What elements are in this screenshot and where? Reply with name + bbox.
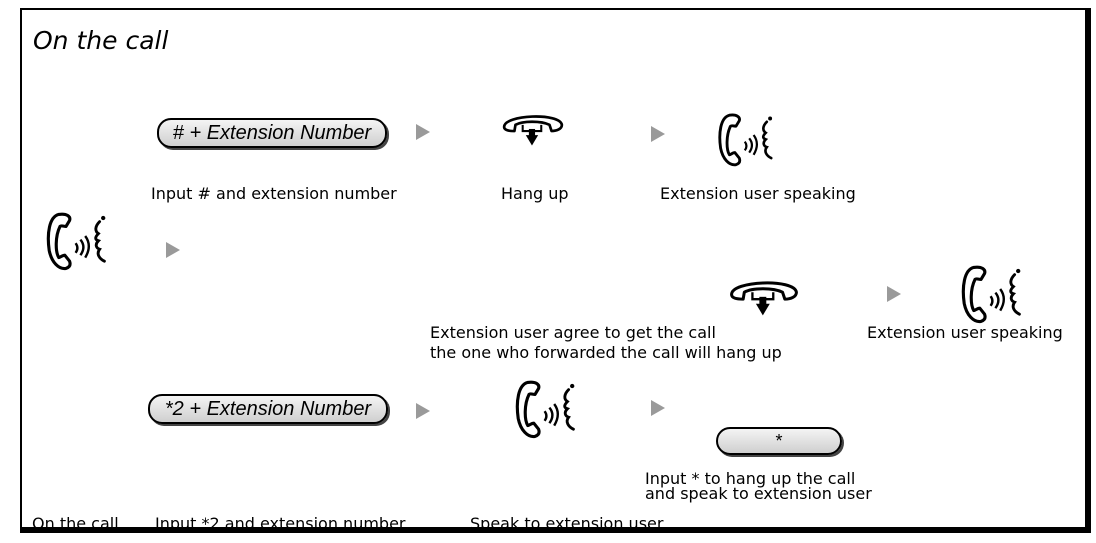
- label-input-hash-extension: Input # and extension number: [151, 184, 397, 203]
- star2-extension-number-pill: *2 + Extension Number: [148, 394, 388, 424]
- label-extension-user-speaking: Extension user speaking: [867, 323, 1063, 342]
- hang-up-phone-icon: [730, 281, 798, 317]
- talking-phone-icon: [961, 265, 1022, 324]
- footer-input-star2: Input *2 and extension number: [155, 514, 406, 533]
- arrow-right-icon: [416, 124, 430, 140]
- arrow-right-icon: [887, 286, 901, 302]
- footer-speak-to-extension-user: Speak to extension user: [470, 514, 664, 533]
- label-hang-up: Hang up: [501, 184, 569, 203]
- label-extension-user-speaking: Extension user speaking: [660, 184, 856, 203]
- arrow-right-icon: [651, 126, 665, 142]
- label-forwarder-hang-up: the one who forwarded the call will hang…: [430, 343, 782, 362]
- talking-phone-icon: [718, 113, 774, 167]
- talking-phone-icon: [46, 212, 107, 271]
- talking-phone-icon: [515, 380, 576, 439]
- label-speak-extension-user: and speak to extension user: [645, 484, 872, 503]
- extension-number-pill: # + Extension Number: [157, 118, 387, 148]
- arrow-right-icon: [651, 400, 665, 416]
- footer-on-the-call: On the call: [32, 514, 119, 533]
- diagram-frame: [20, 8, 1091, 533]
- label-extension-user-agree: Extension user agree to get the call: [430, 323, 716, 342]
- label-input-star: Input * to hang up the call: [645, 469, 856, 488]
- hang-up-phone-icon: [502, 115, 564, 147]
- arrow-right-icon: [166, 242, 180, 258]
- arrow-right-icon: [416, 403, 430, 419]
- diagram-title: On the call: [33, 26, 169, 55]
- star-key-button: *: [716, 427, 842, 455]
